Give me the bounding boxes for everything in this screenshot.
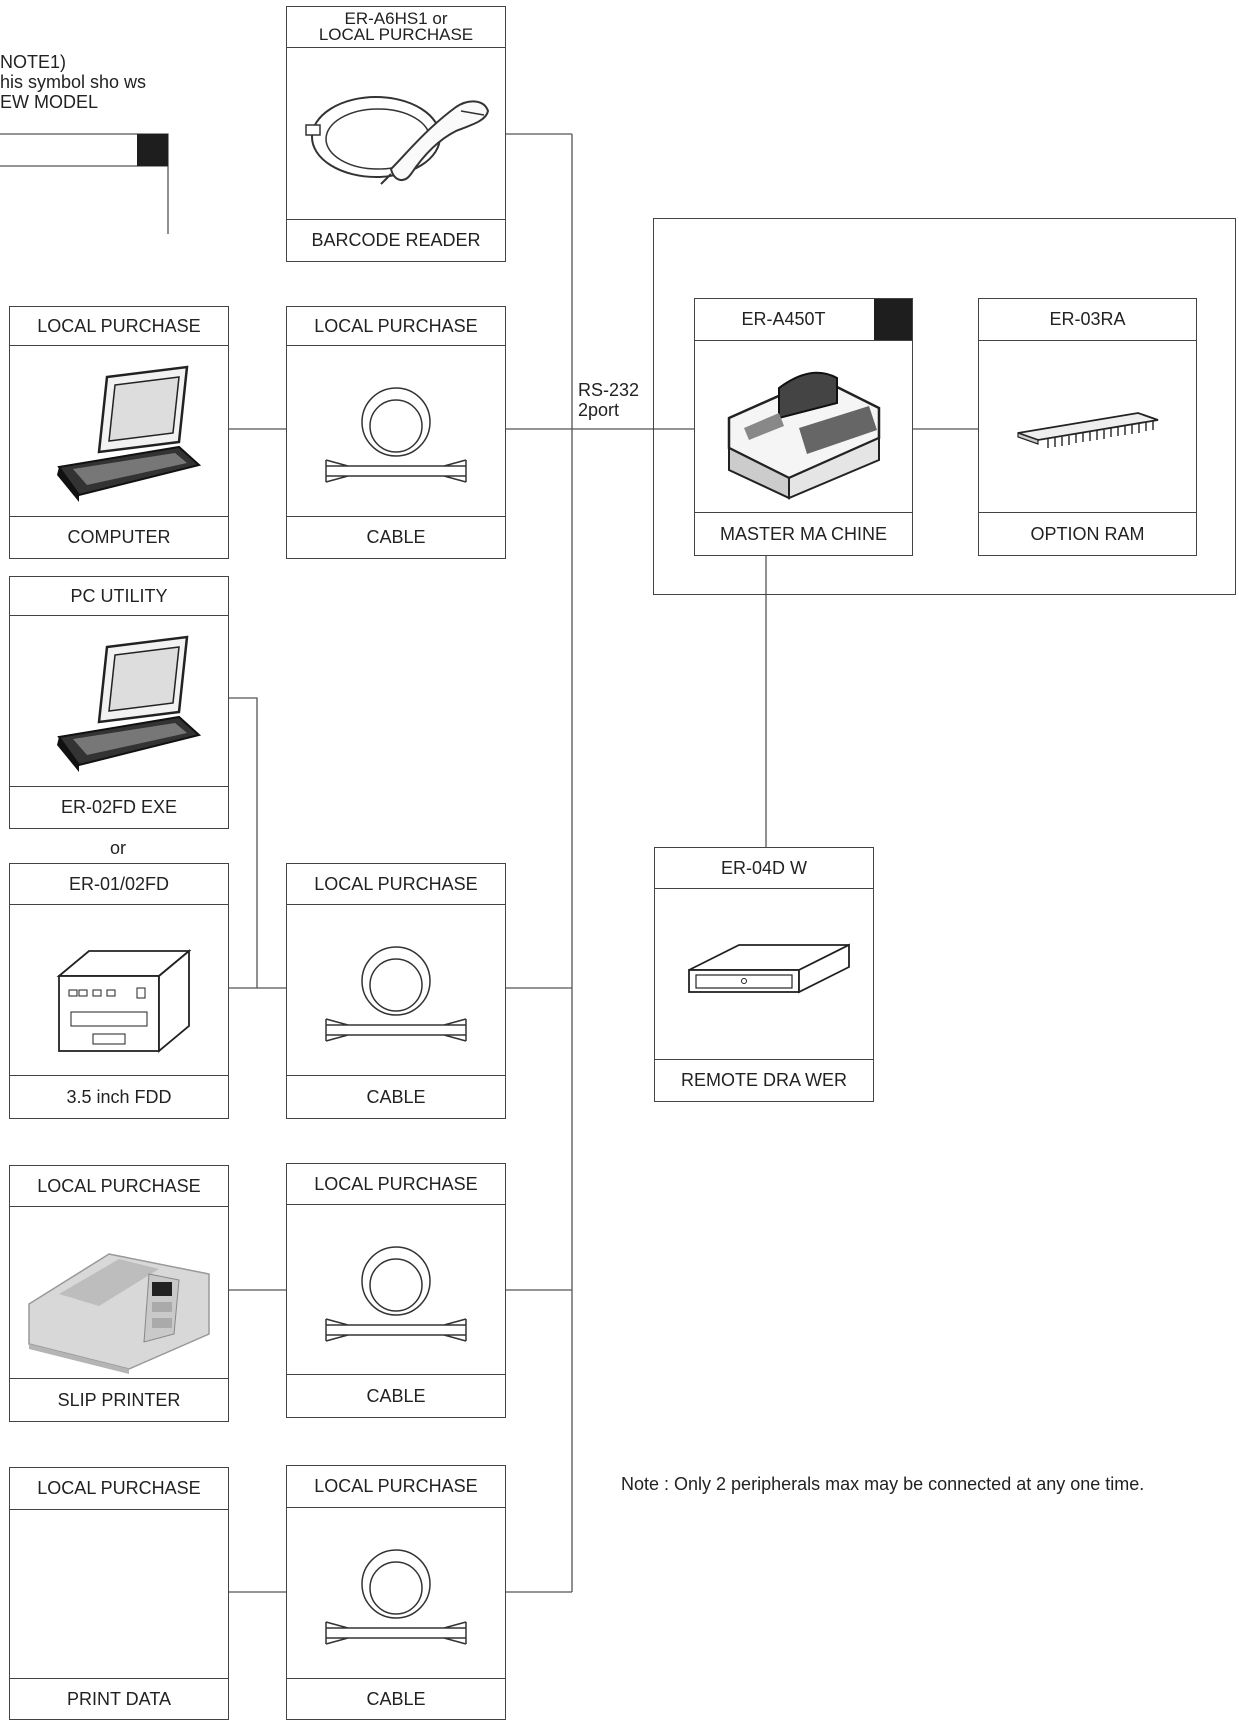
cable-1-footer: CABLE: [287, 516, 505, 558]
cable-3-icon: [287, 1204, 505, 1377]
rs232-line-2: 2port: [578, 400, 620, 420]
cable-2-box: LOCAL PURCHASE CABLE: [286, 863, 506, 1119]
legend-bar-outline: [0, 133, 169, 167]
laptop-icon: [10, 345, 228, 519]
cable-4-header: LOCAL PURCHASE: [287, 1466, 505, 1508]
legend-line-1: NOTE1): [0, 52, 67, 72]
cash-register-icon: [695, 340, 912, 515]
cable-1-icon: [287, 345, 505, 519]
slip-printer-header: LOCAL PURCHASE: [10, 1166, 228, 1207]
cable-4-icon: [287, 1507, 505, 1680]
barcode-header: ER-A6HS1 or LOCAL PURCHASE: [287, 7, 505, 48]
drawer-header: ER-04D W: [655, 848, 873, 889]
barcode-reader-box: ER-A6HS1 or LOCAL PURCHASE BARCODE READE…: [286, 6, 506, 262]
computer-box: LOCAL PURCHASE COMPUTER: [9, 306, 229, 559]
cable-3-footer: CABLE: [287, 1374, 505, 1417]
cable-2-header: LOCAL PURCHASE: [287, 864, 505, 905]
option-ram-footer: OPTION RAM: [979, 512, 1196, 555]
cable-2-footer: CABLE: [287, 1075, 505, 1118]
cable-1-header: LOCAL PURCHASE: [287, 307, 505, 346]
slip-printer-footer: SLIP PRINTER: [10, 1378, 228, 1421]
cable-2-icon: [287, 904, 505, 1078]
rs232-line-1: RS-232: [578, 380, 640, 400]
computer-header: LOCAL PURCHASE: [10, 307, 228, 346]
print-data-box: LOCAL PURCHASE PRINT DATA: [9, 1467, 229, 1720]
computer-footer: COMPUTER: [10, 516, 228, 558]
pc-utility-header: PC UTILITY: [10, 577, 228, 616]
master-machine-box: ER-A450T MASTER MA CHINE: [694, 298, 913, 556]
legend-text: NOTE1) his symbol sho ws EW MODEL: [0, 52, 146, 112]
pc-utility-laptop-icon: [10, 615, 228, 789]
cable-1-box: LOCAL PURCHASE CABLE: [286, 306, 506, 559]
barcode-footer: BARCODE READER: [287, 219, 505, 261]
fdd-header: ER-01/02FD: [10, 864, 228, 905]
print-data-header: LOCAL PURCHASE: [10, 1468, 228, 1510]
pc-utility-box: PC UTILITY ER-02FD EXE: [9, 576, 229, 829]
option-ram-header: ER-03RA: [979, 299, 1196, 341]
cable-4-footer: CABLE: [287, 1678, 505, 1719]
ram-chip-icon: [979, 340, 1196, 515]
slip-printer-icon: [10, 1206, 228, 1381]
note-text: Note : Only 2 peripherals max may be con…: [621, 1474, 1145, 1494]
master-header: ER-A450T: [695, 299, 912, 341]
fdd-footer: 3.5 inch FDD: [10, 1075, 228, 1118]
drawer-icon: [655, 888, 873, 1062]
pc-fdd-bracket: [229, 697, 258, 988]
new-model-mark: [137, 134, 168, 166]
option-ram-box: ER-03RA OPTION RAM: [978, 298, 1197, 556]
drawer-footer: REMOTE DRA WER: [655, 1059, 873, 1101]
master-new-model-mark: [874, 299, 912, 340]
barcode-header-line-2: LOCAL PURCHASE: [318, 25, 474, 44]
remote-drawer-box: ER-04D W REMOTE DRA WER: [654, 847, 874, 1102]
fdd-box: ER-01/02FD 3.5 inch FDD: [9, 863, 229, 1119]
cable-3-box: LOCAL PURCHASE CABLE: [286, 1163, 506, 1418]
rs232-label: RS-232 2port: [578, 380, 639, 420]
legend-line-2: his symbol sho ws: [0, 72, 147, 92]
legend-line-3: EW MODEL: [0, 92, 99, 112]
pc-utility-footer: ER-02FD EXE: [10, 786, 228, 828]
print-data-footer: PRINT DATA: [10, 1678, 228, 1719]
slip-printer-box: LOCAL PURCHASE SLIP PRINTER: [9, 1165, 229, 1422]
master-group-frame: [653, 218, 1236, 595]
master-footer: MASTER MA CHINE: [695, 512, 912, 555]
cable-4-box: LOCAL PURCHASE CABLE: [286, 1465, 506, 1720]
barcode-scanner-icon: [287, 47, 505, 221]
floppy-drive-icon: [10, 904, 228, 1078]
or-label: or: [110, 838, 127, 858]
barcode-header-line-1: ER-A6HS1 or: [344, 9, 448, 28]
cable-3-header: LOCAL PURCHASE: [287, 1164, 505, 1205]
master-header-label: ER-A450T: [741, 309, 826, 329]
